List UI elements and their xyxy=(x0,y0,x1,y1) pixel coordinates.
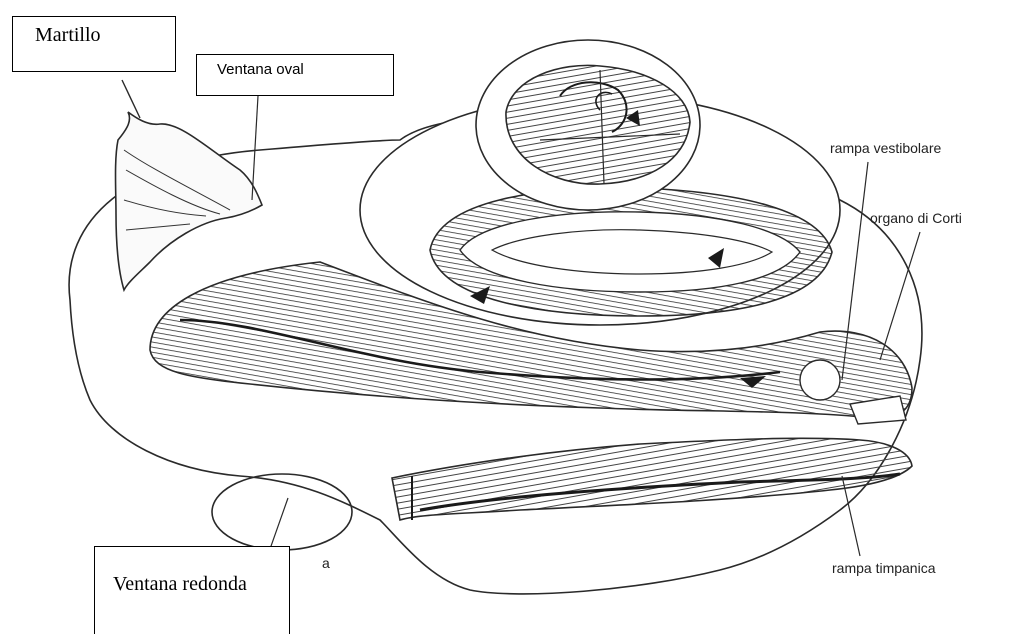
label-occluded-fragment: a xyxy=(322,555,330,571)
label-martillo: Martillo xyxy=(35,24,101,46)
apex-turn xyxy=(476,40,700,210)
martillo-ossicle xyxy=(116,80,263,290)
label-box-martillo: Martillo xyxy=(12,16,176,72)
label-rampa-timpanica: rampa timpanica xyxy=(832,560,936,576)
label-ventana-oval: Ventana oval xyxy=(217,61,304,78)
label-ventana-redonda: Ventana redonda xyxy=(113,573,247,595)
label-box-ventana-oval: Ventana oval xyxy=(196,54,394,96)
label-box-ventana-redonda: Ventana redonda xyxy=(94,546,290,634)
leader-organo-di-corti xyxy=(880,232,920,360)
basal-turn xyxy=(392,438,912,520)
leader-ventana-oval xyxy=(252,96,258,200)
label-organo-di-corti: organo di Corti xyxy=(870,210,962,226)
ventana-redonda-ellipse xyxy=(212,474,352,550)
label-rampa-vestibolare: rampa vestibolare xyxy=(830,140,941,156)
